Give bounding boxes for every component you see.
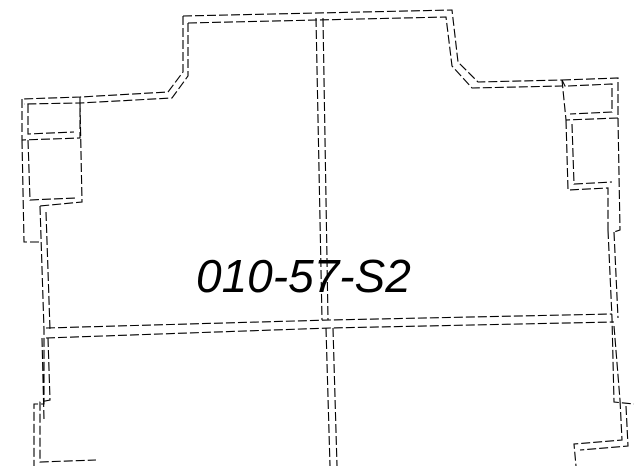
corridor-walls — [45, 313, 615, 339]
outer-wall-top — [21, 9, 567, 105]
outer-wall-right — [573, 229, 634, 466]
right-room-small — [561, 77, 621, 233]
room-label: 010-57-S2 — [196, 250, 411, 302]
center-partition-upper — [315, 17, 329, 321]
center-partition-lower — [325, 327, 338, 466]
outer-wall-left — [33, 205, 97, 466]
left-room-small — [21, 97, 83, 243]
